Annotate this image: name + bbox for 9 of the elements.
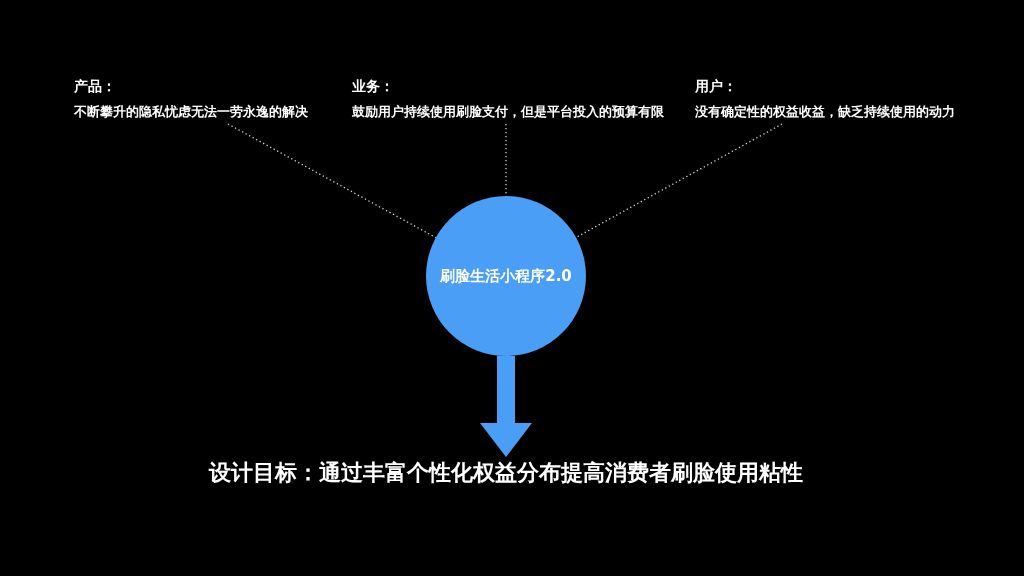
goal-statement: 设计目标：通过丰富个性化权益分布提高消费者刷脸使用粘性: [209, 459, 803, 485]
description-text: 没有确定性的权益收益，缺乏持续使用的动力: [695, 103, 955, 121]
circle-label: 刷脸生活小程序2.0: [440, 266, 572, 286]
description-text: 不断攀升的隐私忧虑无法一劳永逸的解决: [74, 103, 308, 121]
category-heading: 业务：: [352, 77, 394, 95]
description-text: 鼓励用户持续使用刷脸支付，但是平台投入的预算有限: [352, 103, 664, 121]
leader-line: [575, 123, 783, 239]
category-heading: 用户：: [695, 77, 737, 95]
category-heading: 产品：: [74, 77, 116, 95]
